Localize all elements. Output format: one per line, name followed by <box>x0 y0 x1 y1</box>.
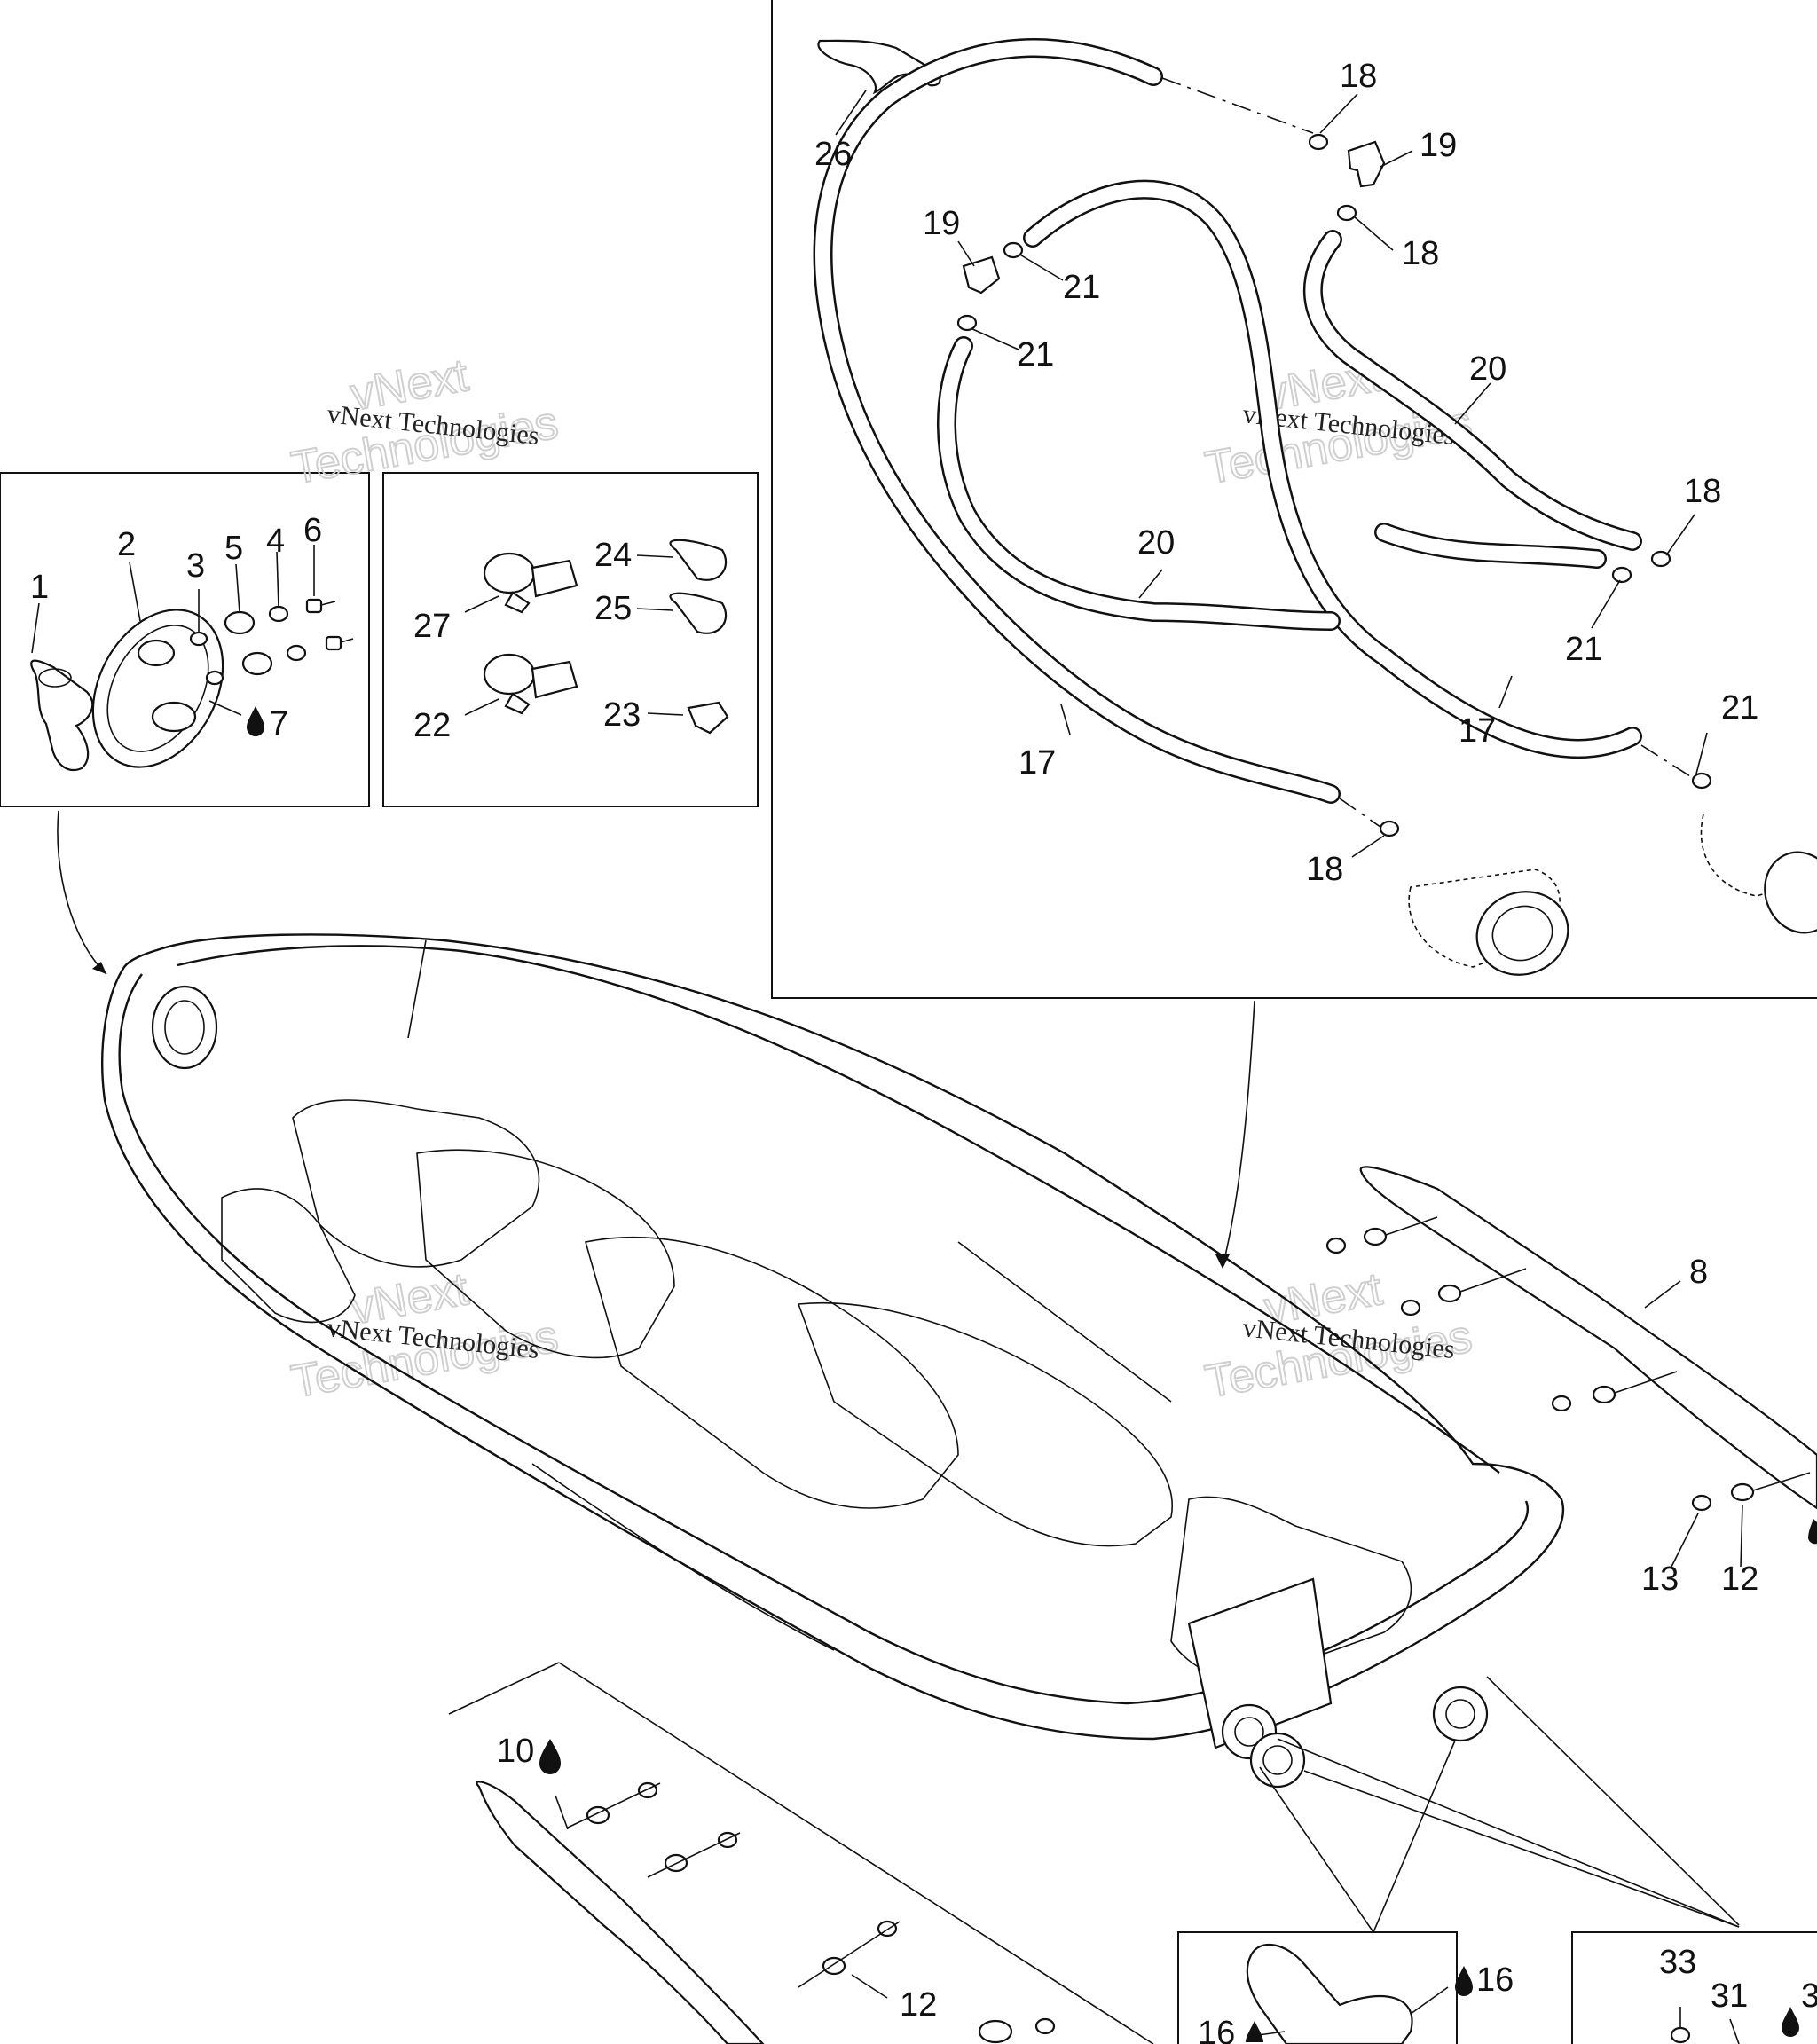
callout-22: 22 <box>413 707 451 744</box>
inset-clamps <box>382 472 759 807</box>
callout-5: 5 <box>224 530 243 567</box>
callout-33: 33 <box>1659 1944 1696 1981</box>
callout-18: 18 <box>1340 58 1377 95</box>
inset-drain-right <box>1571 1931 1817 2044</box>
callout-3: 3 <box>1801 1977 1817 2015</box>
callout-3: 3 <box>186 547 205 585</box>
callout-21: 21 <box>1017 336 1054 373</box>
callout-19: 19 <box>1420 127 1457 164</box>
callout-12: 12 <box>900 1986 937 2024</box>
callout-18: 18 <box>1684 473 1721 510</box>
sealant-drop-icon <box>1455 1966 1473 1996</box>
callout-17: 17 <box>1019 744 1056 782</box>
hull-drawing <box>57 810 1740 1933</box>
callout-20: 20 <box>1137 524 1175 562</box>
callout-1: 1 <box>30 569 49 606</box>
callout-13: 13 <box>1641 1561 1679 1598</box>
hose-system-drawing <box>813 38 1817 976</box>
watermarks: vNext Technologies vNext Technologies vN… <box>287 349 1476 1409</box>
callout-labels: 1 2 3 5 4 6 7 24 25 27 22 23 26 18 19 19… <box>30 58 1817 2044</box>
callout-25: 25 <box>594 590 632 627</box>
callout-16: 16 <box>1476 1961 1514 1999</box>
drain-parts-drawing <box>1246 1519 1817 2044</box>
inset-hoses <box>771 0 1817 999</box>
sealant-drop-icon <box>1782 2007 1799 2037</box>
callout-24: 24 <box>594 537 632 574</box>
callout-31: 31 <box>1711 1977 1748 2015</box>
callout-17: 17 <box>1459 712 1496 750</box>
sealant-drop-icon <box>539 1739 561 1774</box>
callout-12: 12 <box>1721 1561 1758 1598</box>
sealant-drop-icon <box>247 706 264 736</box>
callout-27: 27 <box>413 608 451 645</box>
inset-steering-parts <box>0 472 370 807</box>
sealant-drop-icon <box>1808 1519 1817 1545</box>
sealant-drop-icon <box>1246 2021 1263 2042</box>
callout-21: 21 <box>1721 689 1758 727</box>
clamp-parts-drawing <box>464 539 729 735</box>
callout-18: 18 <box>1306 851 1343 888</box>
side-rail-left <box>448 1662 1154 2044</box>
callout-6: 6 <box>303 512 322 549</box>
callout-23: 23 <box>603 696 641 734</box>
callout-16: 16 <box>1198 2015 1235 2044</box>
callout-4: 4 <box>266 523 285 560</box>
callout-21: 21 <box>1063 269 1100 306</box>
callout-2: 2 <box>117 526 136 563</box>
callout-8: 8 <box>1689 1254 1708 1291</box>
callout-26: 26 <box>814 136 852 173</box>
callout-10: 10 <box>497 1733 534 1770</box>
steering-parts-drawing <box>30 545 354 772</box>
callout-21: 21 <box>1565 631 1602 668</box>
callout-18: 18 <box>1402 235 1439 272</box>
callout-7: 7 <box>270 705 288 743</box>
callout-19: 19 <box>923 205 960 242</box>
callout-20: 20 <box>1469 350 1506 388</box>
